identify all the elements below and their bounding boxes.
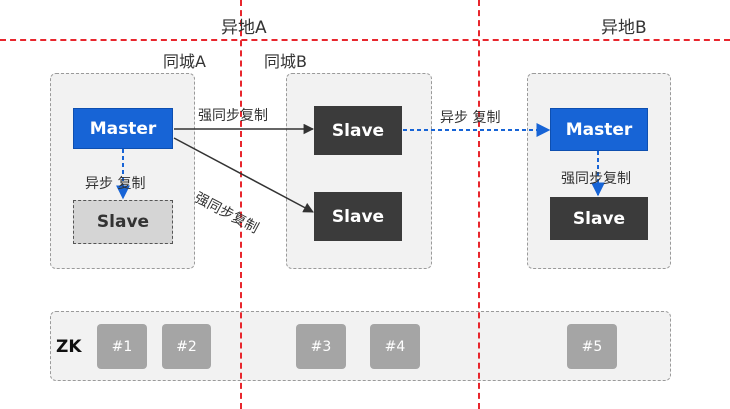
region-boundary-city <box>240 0 242 409</box>
zk-node-5: #5 <box>567 324 617 369</box>
label-async-replication-cross-region: 异步 复制 <box>440 110 501 126</box>
label-sync-replication-to-slave-b1: 强同步复制 <box>198 108 268 124</box>
slave-node-city-a: Slave <box>73 200 173 244</box>
label-async-replication-city-a: 异步 复制 <box>85 176 146 192</box>
region-label-remote-b: 异地B <box>601 18 647 38</box>
zk-node-3: #3 <box>296 324 346 369</box>
region-boundary-horizontal <box>0 39 730 41</box>
zk-node-2: #2 <box>162 324 211 369</box>
slave-node-city-b-2: Slave <box>314 192 402 241</box>
slave-node-remote-b: Slave <box>550 197 648 240</box>
arrow-sync-master-a-to-slave-b2 <box>173 137 314 213</box>
region-boundary-remote <box>478 0 480 409</box>
zone-label-city-a: 同城A <box>163 52 206 71</box>
slave-node-city-b-1: Slave <box>314 106 402 155</box>
zk-node-1: #1 <box>97 324 147 369</box>
label-sync-replication-remote-b: 强同步复制 <box>561 171 631 187</box>
zk-title: ZK <box>56 337 82 357</box>
master-node-remote-b: Master <box>550 108 648 151</box>
region-label-remote-a: 异地A <box>221 18 267 38</box>
zk-node-4: #4 <box>370 324 420 369</box>
master-node-city-a: Master <box>73 108 173 149</box>
zone-label-city-b: 同城B <box>264 52 307 71</box>
